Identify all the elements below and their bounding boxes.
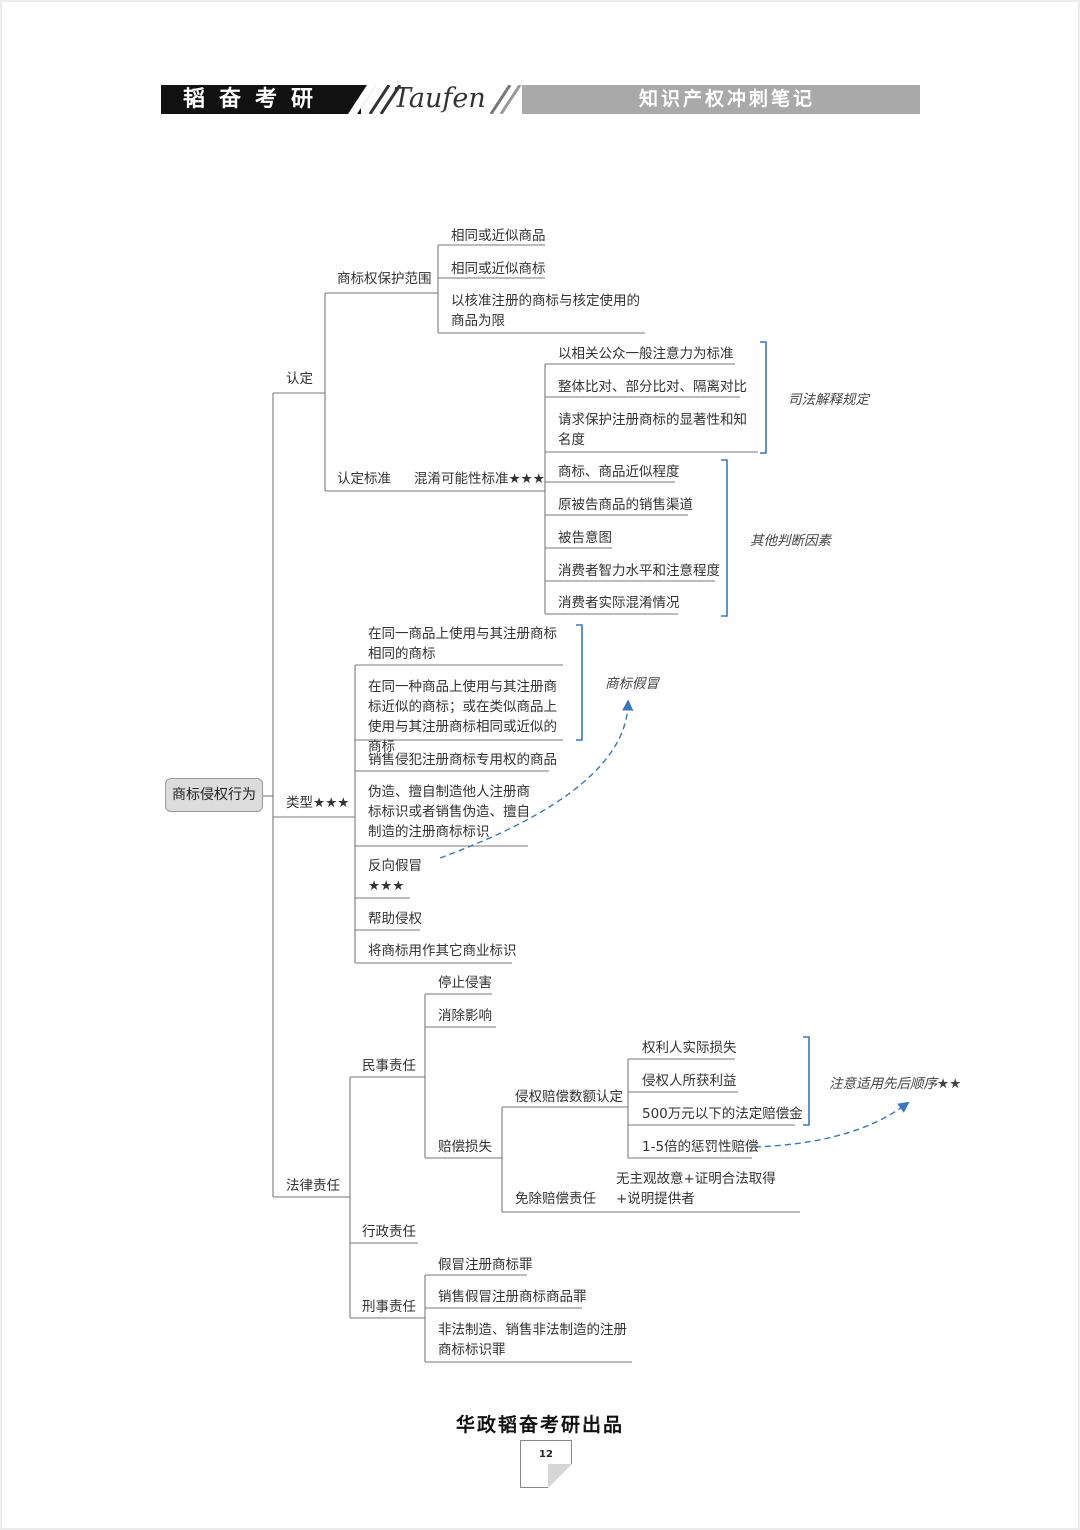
taufen-logo-text: Taufen: [393, 83, 486, 114]
judicial-item: 请求保护注册商标的显著性和知名度: [558, 412, 747, 448]
notes-subtitle: 知识产权冲刺笔记: [638, 88, 815, 110]
page-fold-icon: [548, 1464, 572, 1488]
node-compensation: 赔偿损失: [438, 1139, 492, 1155]
judicial-note: 司法解释规定: [788, 392, 869, 408]
scope-item: 相同或近似商品: [451, 228, 546, 244]
page-number: 12: [539, 1449, 553, 1460]
header-banner: 韬奋考研 Taufen 知识产权冲刺笔记: [161, 83, 920, 114]
criminal-item: 非法制造、销售非法制造的注册商标标识罪: [438, 1322, 627, 1358]
footer-publisher: 华政韬奋考研出品: [455, 1414, 624, 1436]
node-criminal: 刑事责任: [362, 1299, 416, 1315]
node-amount: 侵权赔偿数额认定: [515, 1089, 623, 1105]
type-item-reverse: 反向假冒: [368, 858, 422, 874]
judicial-item: 以相关公众一般注意力为标准: [558, 346, 734, 362]
node-administrative: 行政责任: [362, 1224, 416, 1240]
node-civil: 民事责任: [362, 1058, 416, 1074]
scope-item: 相同或近似商标: [451, 261, 546, 277]
criminal-item: 销售假冒注册商标商品罪: [438, 1289, 587, 1305]
exemption-text: 无主观故意+证明合法取得+说明提供者: [616, 1171, 776, 1207]
other-factor: 原被告商品的销售渠道: [558, 497, 693, 513]
node-confusion-standard: 混淆可能性标准★★★: [414, 471, 545, 487]
amount-item: 1-5倍的惩罚性赔偿: [642, 1139, 759, 1155]
other-factors-note: 其他判断因素: [750, 533, 831, 549]
other-factor: 消费者智力水平和注意程度: [558, 563, 720, 579]
counterfeit-note: 商标假冒: [605, 676, 659, 692]
judicial-item: 整体比对、部分比对、隔离对比: [558, 379, 747, 395]
type-item: 在同一商品上使用与其注册商标相同的商标: [368, 626, 557, 662]
scope-item: 以核准注册的商标与核定使用的商品为限: [451, 293, 640, 329]
node-types: 类型★★★: [286, 795, 350, 811]
amount-item: 侵权人所获利益: [642, 1073, 737, 1089]
type-item: 帮助侵权: [368, 911, 422, 927]
brand-title: 韬奋考研: [183, 86, 328, 112]
type-item: 销售侵犯注册商标专用权的商品: [368, 752, 557, 768]
node-standard: 认定标准: [337, 471, 391, 487]
amount-item: 500万元以下的法定赔偿金: [642, 1106, 803, 1122]
order-note: 注意适用先后顺序★★: [829, 1076, 962, 1092]
other-factor: 消费者实际混淆情况: [558, 595, 680, 611]
node-rending: 认定: [286, 371, 313, 387]
type-item: 伪造、擅自制造他人注册商标标识或者销售伪造、擅自制造的注册商标标识: [368, 784, 530, 840]
other-factor: 被告意图: [558, 530, 612, 546]
node-exemption: 免除赔偿责任: [515, 1191, 596, 1207]
criminal-item: 假冒注册商标罪: [438, 1257, 533, 1273]
civil-item: 停止侵害: [438, 975, 492, 991]
node-protection-scope: 商标权保护范围: [337, 271, 432, 287]
node-liability: 法律责任: [286, 1178, 340, 1194]
civil-item: 消除影响: [438, 1008, 492, 1024]
banner-gray-block: [522, 85, 920, 114]
amount-item: 权利人实际损失: [642, 1040, 737, 1056]
root-node: 商标侵权行为: [165, 778, 263, 812]
page-number-box: 12: [520, 1440, 572, 1488]
reverse-stars: ★★★: [368, 878, 405, 894]
type-item: 在同一种商品上使用与其注册商标近似的商标；或在类似商品上使用与其注册商标相同或近…: [368, 679, 557, 755]
other-factor: 商标、商品近似程度: [558, 464, 680, 480]
type-item: 将商标用作其它商业标识: [368, 943, 517, 959]
banner-dark-block: [161, 85, 361, 114]
